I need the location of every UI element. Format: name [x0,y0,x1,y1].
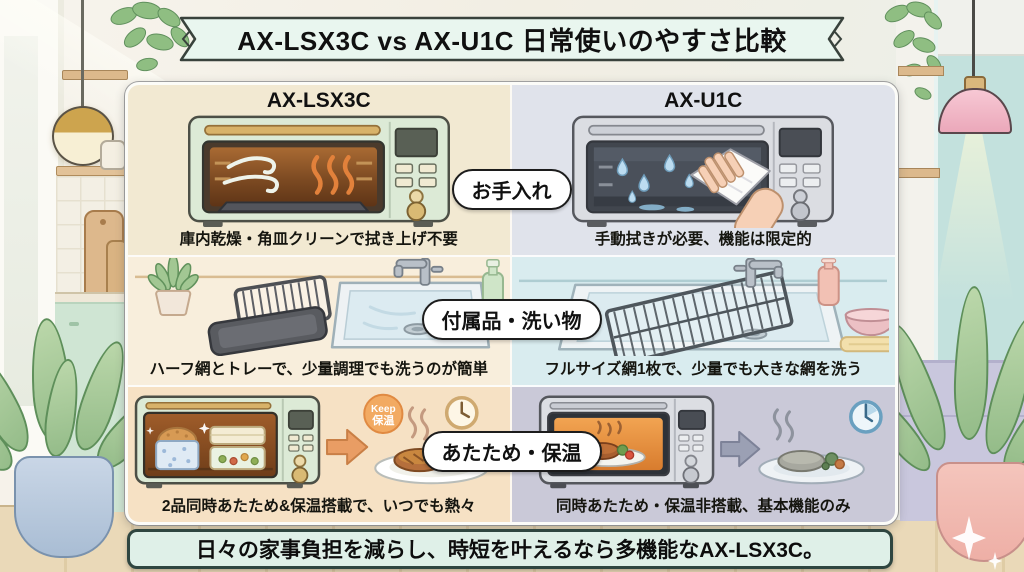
caption-lsx3c-reheat: 2品同時あたため&保温搭載で、いつでも熱々 [161,498,476,515]
cold-meal-plate-icon [758,449,866,484]
caption-lsx3c-accessories: ハーフ網とトレーで、少量調理でも洗うのが簡単 [149,361,489,378]
clock-icon [849,399,883,434]
pendant-cord-right [972,0,975,80]
caption-u1c-accessories: フルサイズ網1枚で、少量でも大きな網を洗う [544,361,863,378]
plant-pot-left [14,456,114,558]
sink-full-rack-illustration [519,258,890,356]
cell-lsx3c-cleaning: AX-LSX3C [128,85,512,257]
upper-cabinet-right [938,0,1024,56]
category-badge-reheat: あたため・保温 [421,431,602,472]
steam-icon [407,405,429,440]
svg-text:Keep: Keep [371,403,396,414]
ribbon-shape [179,16,845,62]
frozen-container-icon [146,422,210,470]
ribbon-chevron-right [834,31,843,47]
pendant-cord-left [81,0,84,110]
comparison-card: AX-LSX3C [125,82,898,525]
faucet-icon [393,258,444,286]
microwave-u1c-wipe-illustration [572,115,835,228]
bowl-icon [845,308,890,337]
clock-icon [444,395,479,430]
faucet-icon [733,258,784,288]
arrow-icon [720,430,761,467]
cell-u1c-cleaning: AX-U1C [511,85,895,257]
full-rack-icon [605,270,794,356]
category-badge-accessories: 付属品・洗い物 [421,299,602,340]
category-badge-cleaning: お手入れ [451,169,572,210]
small-plant-icon [147,258,199,317]
keep-warm-badge-icon: Keep 保温 [362,393,404,434]
heat-waves-icon [311,154,354,195]
water-drops-icon [616,153,695,203]
ribbon-chevron-left [181,31,190,47]
title-banner: AX-LSX3C vs AX-U1C 日常使いのやすさ比較 [178,15,846,63]
potted-plant-right [852,285,1024,562]
wall-shelf-left-top [62,70,128,80]
steam-icon [773,407,795,443]
soap-bottle-icon [817,258,840,306]
product-name-left: AX-LSX3C [266,89,371,112]
wall-shelf-right-top [898,66,944,76]
tray-icon [207,306,328,356]
microwave-lsx3c-clean-illustration [187,115,450,227]
dish-cloth-icon [839,336,890,353]
stacked-containers-icon [209,425,266,470]
conclusion-banner: 日々の家事負担を減らし、時短を叶えるなら多機能なAX-LSX3C。 [127,529,893,569]
caption-u1c-reheat: 同時あたため・保温非搭載、基本機能のみ [555,498,851,515]
page-title: AX-LSX3C vs AX-U1C 日常使いのやすさ比較 [237,25,787,56]
potted-plant-left [0,316,170,562]
product-name-right: AX-U1C [664,89,743,112]
caption-lsx3c-cleaning: 庫内乾燥・角皿クリーンで拭き上げ不要 [179,231,458,248]
arrow-icon [325,428,369,465]
jar [100,140,126,170]
counter-left [55,292,125,304]
wall-shelf-right [898,168,940,178]
svg-text:保温: 保温 [371,412,394,426]
airflow-icon [222,155,279,193]
plant-pot-right [936,462,1024,562]
comparison-grid: AX-LSX3C [128,85,895,522]
wiping-hand-icon [698,150,784,228]
caption-u1c-cleaning: 手動拭きが必要、機能は限定的 [594,231,812,248]
